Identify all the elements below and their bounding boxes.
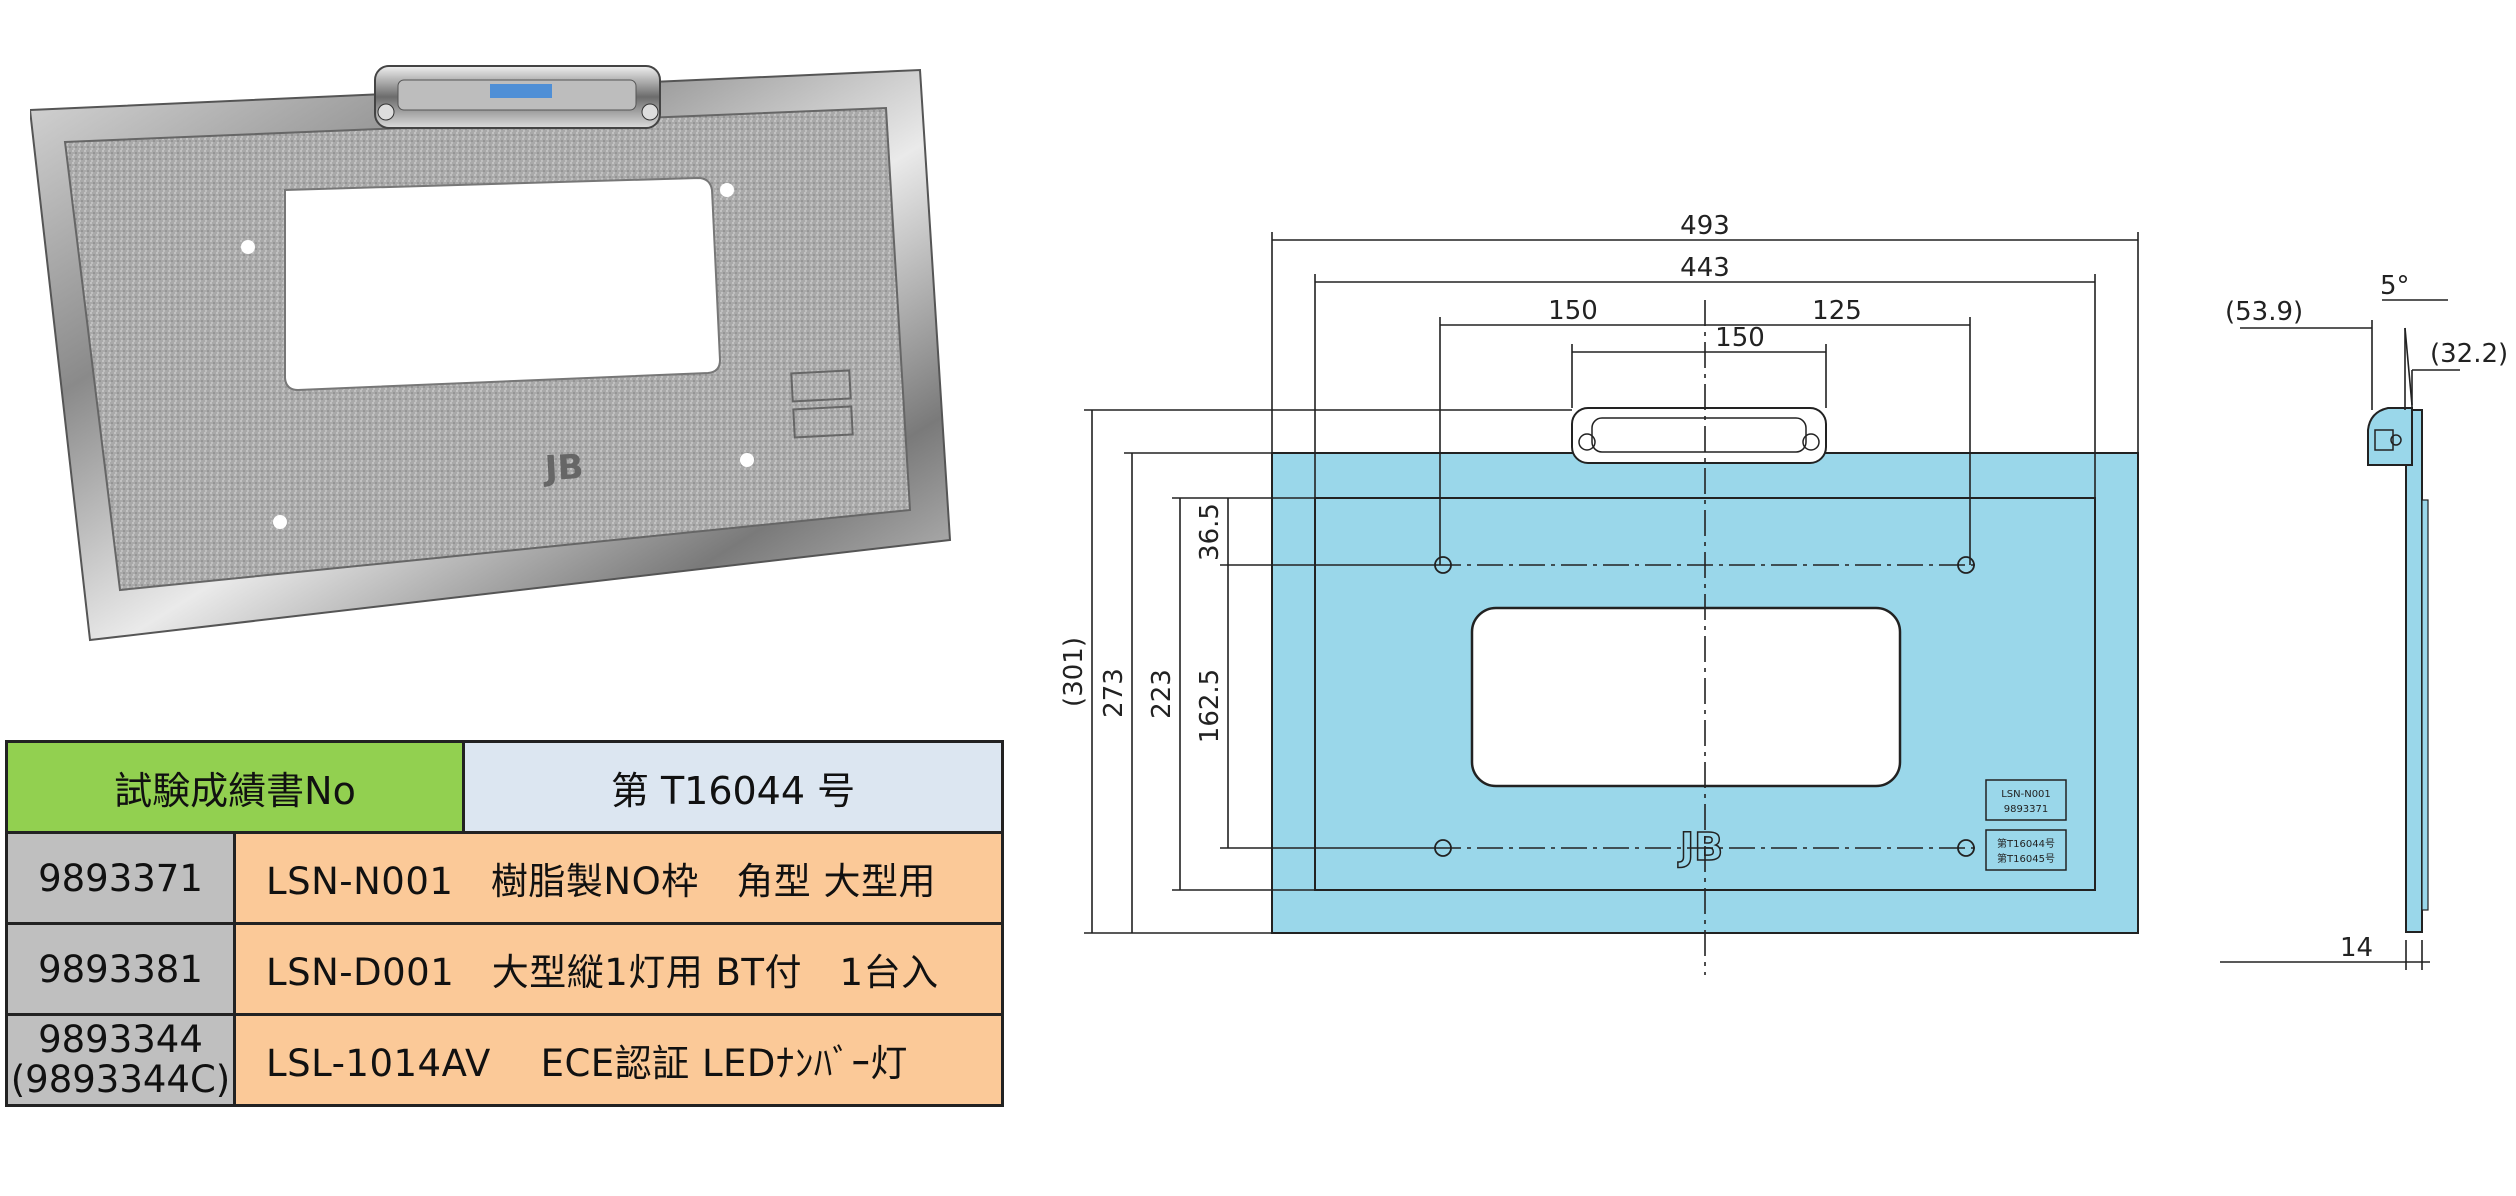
table-row: 9893381 LSN-D001 大型縦1灯用 BT付 1台入 (5, 922, 1004, 1016)
dim-lamp-width: 150 (1715, 323, 1765, 353)
dim-overall-height: (301) (1059, 637, 1089, 707)
label-box2-line2: 第T16045号 (1997, 852, 2055, 865)
side-view-drawing: (53.9) 5° (32.2) 14 (2220, 271, 2508, 970)
dim-angle: 5° (2380, 271, 2410, 301)
dim-left-ref: (53.9) (2225, 297, 2303, 327)
dim-top-offset: 36.5 (1195, 503, 1225, 561)
row-code: 9893371 (5, 831, 236, 925)
dim-right-ref: (32.2) (2430, 339, 2508, 369)
table-row: 9893344 (9893344C) LSL-1014AV ECE認証 LEDﾅ… (5, 1013, 1004, 1107)
row-code: 9893344 (38, 1018, 203, 1061)
drawing-logo: JB (1677, 825, 1723, 869)
dim-inner-height: 223 (1147, 669, 1177, 719)
row-description: LSN-N001 樹脂製NO枠 角型 大型用 (233, 831, 1004, 925)
header-test-report-no: 試験成績書No (5, 740, 465, 834)
row-code: 9893381 (5, 922, 236, 1016)
spec-table: 試験成績書No 第 T16044 号 9893371 LSN-N001 樹脂製N… (5, 740, 1004, 1107)
label-box2-line1: 第T16044号 (1997, 837, 2055, 850)
row-code-alt: (9893344C) (10, 1058, 231, 1101)
label-box1-line2: 9893371 (2004, 804, 2049, 815)
header-report-number: 第 T16044 号 (462, 740, 1004, 834)
dim-right-offset: 125 (1812, 296, 1862, 326)
lamp-outline (1571, 407, 1827, 464)
table-header-row: 試験成績書No 第 T16044 号 (5, 740, 1004, 834)
plate-window (1470, 606, 1902, 788)
dim-left-offset: 150 (1548, 296, 1598, 326)
row-description: LSN-D001 大型縦1灯用 BT付 1台入 (233, 922, 1004, 1016)
dim-inner-width: 443 (1680, 253, 1730, 283)
row-code-cell: 9893344 (9893344C) (5, 1013, 236, 1107)
label-box1-line1: LSN-N001 (2001, 789, 2051, 800)
front-view-drawing: JB LSN-N001 9893371 第T16044号 第T16045号 49… (1059, 211, 2139, 975)
table-row: 9893371 LSN-N001 樹脂製NO枠 角型 大型用 (5, 831, 1004, 925)
dim-thickness: 14 (2340, 933, 2373, 963)
photo-logo: JB (542, 447, 585, 489)
dim-hole-pitch-v: 162.5 (1195, 669, 1225, 743)
row-description: LSL-1014AV ECE認証 LEDﾅﾝﾊﾞｰ灯 (233, 1013, 1004, 1107)
dim-overall-width: 493 (1680, 211, 1730, 241)
side-plate (2405, 409, 2423, 933)
product-photo: JB (30, 65, 952, 642)
plate-window (284, 176, 722, 392)
dim-plate-height: 273 (1099, 668, 1129, 718)
